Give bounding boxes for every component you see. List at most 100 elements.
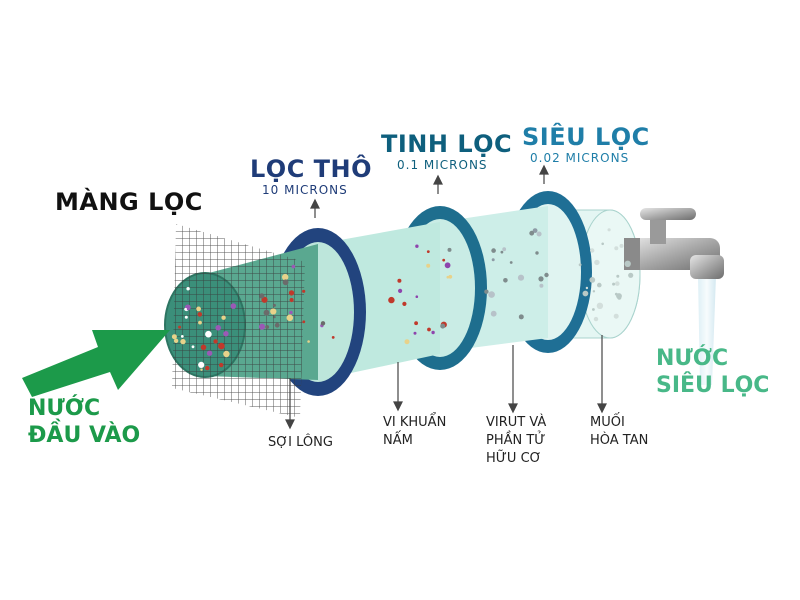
particle [184,315,188,319]
particle [615,281,620,286]
particle [578,263,582,267]
particle [544,272,549,278]
particle [427,327,431,332]
particle [484,289,489,294]
stage1-title: LỌC THÔ [250,155,373,183]
particle [590,248,595,253]
virus-label: VIRUT VÀ PHẦN TỬ HỮU CƠ [486,415,547,466]
particle [263,309,270,316]
particle [490,310,497,317]
particle [426,263,431,268]
particle [205,330,212,338]
particle [218,342,225,350]
stage2-title: TINH LỌC [381,130,513,158]
particle [518,314,524,320]
particle [536,231,542,237]
particle [444,262,451,269]
faucet-icon [624,208,724,279]
particle [180,335,184,338]
membrane-label: MÀNG LỌC [55,188,203,216]
particle [413,331,417,335]
particle [414,321,418,326]
particle [288,290,295,296]
particle [585,286,589,290]
particle [431,330,435,335]
particle [592,308,595,311]
particle [538,276,544,282]
particle [219,362,224,368]
particle [261,296,268,303]
particle [206,350,213,356]
particle [589,277,596,283]
particle [289,297,294,303]
particle [503,278,508,283]
particle [196,306,202,312]
particle [616,293,622,299]
particle [624,260,631,267]
particle [184,307,188,311]
particle [286,314,294,322]
particle [215,325,221,331]
particle [592,290,596,293]
input-arrow [22,330,170,397]
particle [282,273,289,281]
particle [447,247,452,252]
stage3-subtitle: 0.02 MICRONS [530,151,630,165]
particle [282,279,289,286]
particle [532,228,538,234]
particle [597,282,602,288]
particle [402,301,407,306]
particle [200,368,203,371]
stage3-title: SIÊU LỌC [522,123,650,151]
particle [173,338,179,343]
particle [488,291,495,298]
particle [274,322,280,328]
particle [596,302,604,309]
particle [265,325,270,329]
particle [171,334,177,340]
particle [491,248,496,253]
particle [426,250,430,254]
particle [517,274,525,281]
particle [320,321,326,326]
particle [178,325,182,329]
particle [440,323,446,329]
fibers-label: SỢI LÔNG [268,435,333,450]
particle [223,331,229,337]
particle [180,338,186,345]
particle [616,274,620,278]
particle [535,251,539,255]
particle [448,274,453,279]
particle [415,244,419,248]
particle [307,340,310,343]
particle [223,350,230,358]
particle [404,339,410,345]
particle [230,303,237,309]
particle [415,295,419,299]
particle [397,278,402,283]
particle [186,287,190,291]
bacteria-label: VI KHUẨN NẤM [383,415,447,448]
salt-label: MUỐI HÒA TAN [590,415,649,448]
particle [628,272,634,278]
particle [331,336,335,339]
particle [502,247,507,252]
output-label: NƯỚC SIÊU LỌC [656,346,770,398]
stage2-subtitle: 0.1 MICRONS [397,158,488,172]
particle [619,243,624,248]
particle [270,308,277,315]
particle [198,320,202,325]
particle [607,228,611,232]
particle [273,315,276,319]
particle [491,258,495,262]
particle [398,288,403,293]
particle [289,310,293,315]
particle [509,261,513,264]
particle [612,282,616,286]
particle [388,296,395,304]
particle [539,283,544,288]
particle [594,259,600,266]
contaminant-particles [171,228,634,371]
particle [213,339,218,344]
